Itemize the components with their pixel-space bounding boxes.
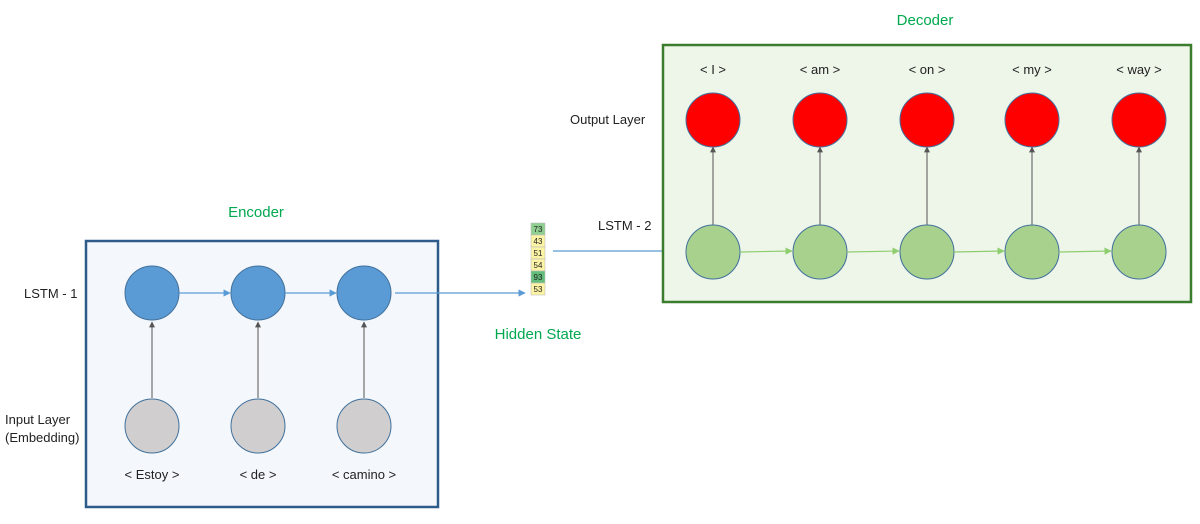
decoder-recurrent-arrow: [1058, 247, 1112, 255]
decoder-lstm-node: [685, 224, 741, 280]
encoder-input-token: < Estoy >: [125, 467, 180, 482]
hidden-state-cell: [530, 282, 546, 296]
hidden-state-value: 93: [534, 273, 543, 282]
hidden-state: 73 43 51 54 93 53 Hidden State: [395, 222, 684, 343]
decoder-output-token: < am >: [800, 62, 840, 77]
decoder-recurrent-arrow: [739, 247, 793, 255]
decoder-lstm-node: [899, 224, 955, 280]
hidden-state-value: 51: [534, 249, 543, 258]
input-embedding-node: [336, 398, 392, 454]
hidden-state-value: 54: [534, 261, 543, 270]
output-node: [685, 92, 741, 148]
input-embedding-node: [230, 398, 286, 454]
encoder-lstm-node: [336, 265, 392, 321]
encoder-lstm-node: [124, 265, 180, 321]
output-node: [1004, 92, 1060, 148]
decoder-recurrent-arrow: [846, 247, 900, 255]
decoder-title: Decoder: [897, 12, 954, 29]
decoder-panel: Decoder Output Layer LSTM - 2 < I > < am …: [570, 12, 1193, 304]
encoder-input-token: < de >: [240, 467, 277, 482]
output-node: [1111, 92, 1167, 148]
embedding-label: (Embedding): [5, 430, 79, 445]
hidden-state-value: 43: [534, 237, 543, 246]
lstm1-row-label: LSTM - 1: [24, 286, 77, 301]
decoder-lstm-node: [1111, 224, 1167, 280]
input-embedding-node: [124, 398, 180, 454]
encoder-lstm-node: [230, 265, 286, 321]
output-layer-label: Output Layer: [570, 112, 646, 127]
hidden-state-vector: 73 43 51 54 93 53: [530, 222, 546, 296]
hidden-state-title: Hidden State: [495, 326, 582, 343]
decoder-recurrent-arrow: [953, 247, 1005, 255]
decoder-output-token: < I >: [700, 62, 726, 77]
hidden-state-value: 53: [534, 285, 543, 294]
decoder-nodes: < I > < am > < on > < my > < way >: [685, 62, 1167, 280]
hidden-state-value: 73: [534, 225, 543, 234]
decoder-lstm-node: [1004, 224, 1060, 280]
encoder-nodes: < Estoy > < de > < camino >: [124, 265, 396, 482]
output-node: [899, 92, 955, 148]
decoder-output-token: < on >: [909, 62, 946, 77]
input-layer-label: Input Layer: [5, 412, 71, 427]
encoder-input-token: < camino >: [332, 467, 396, 482]
decoder-output-token: < my >: [1012, 62, 1052, 77]
lstm2-row-label: LSTM - 2: [598, 218, 651, 233]
decoder-lstm-node: [792, 224, 848, 280]
encoder-panel: Encoder LSTM - 1 Input Layer (Embedding)…: [5, 204, 440, 509]
decoder-output-token: < way >: [1116, 62, 1162, 77]
encoder-title: Encoder: [228, 204, 284, 221]
output-node: [792, 92, 848, 148]
